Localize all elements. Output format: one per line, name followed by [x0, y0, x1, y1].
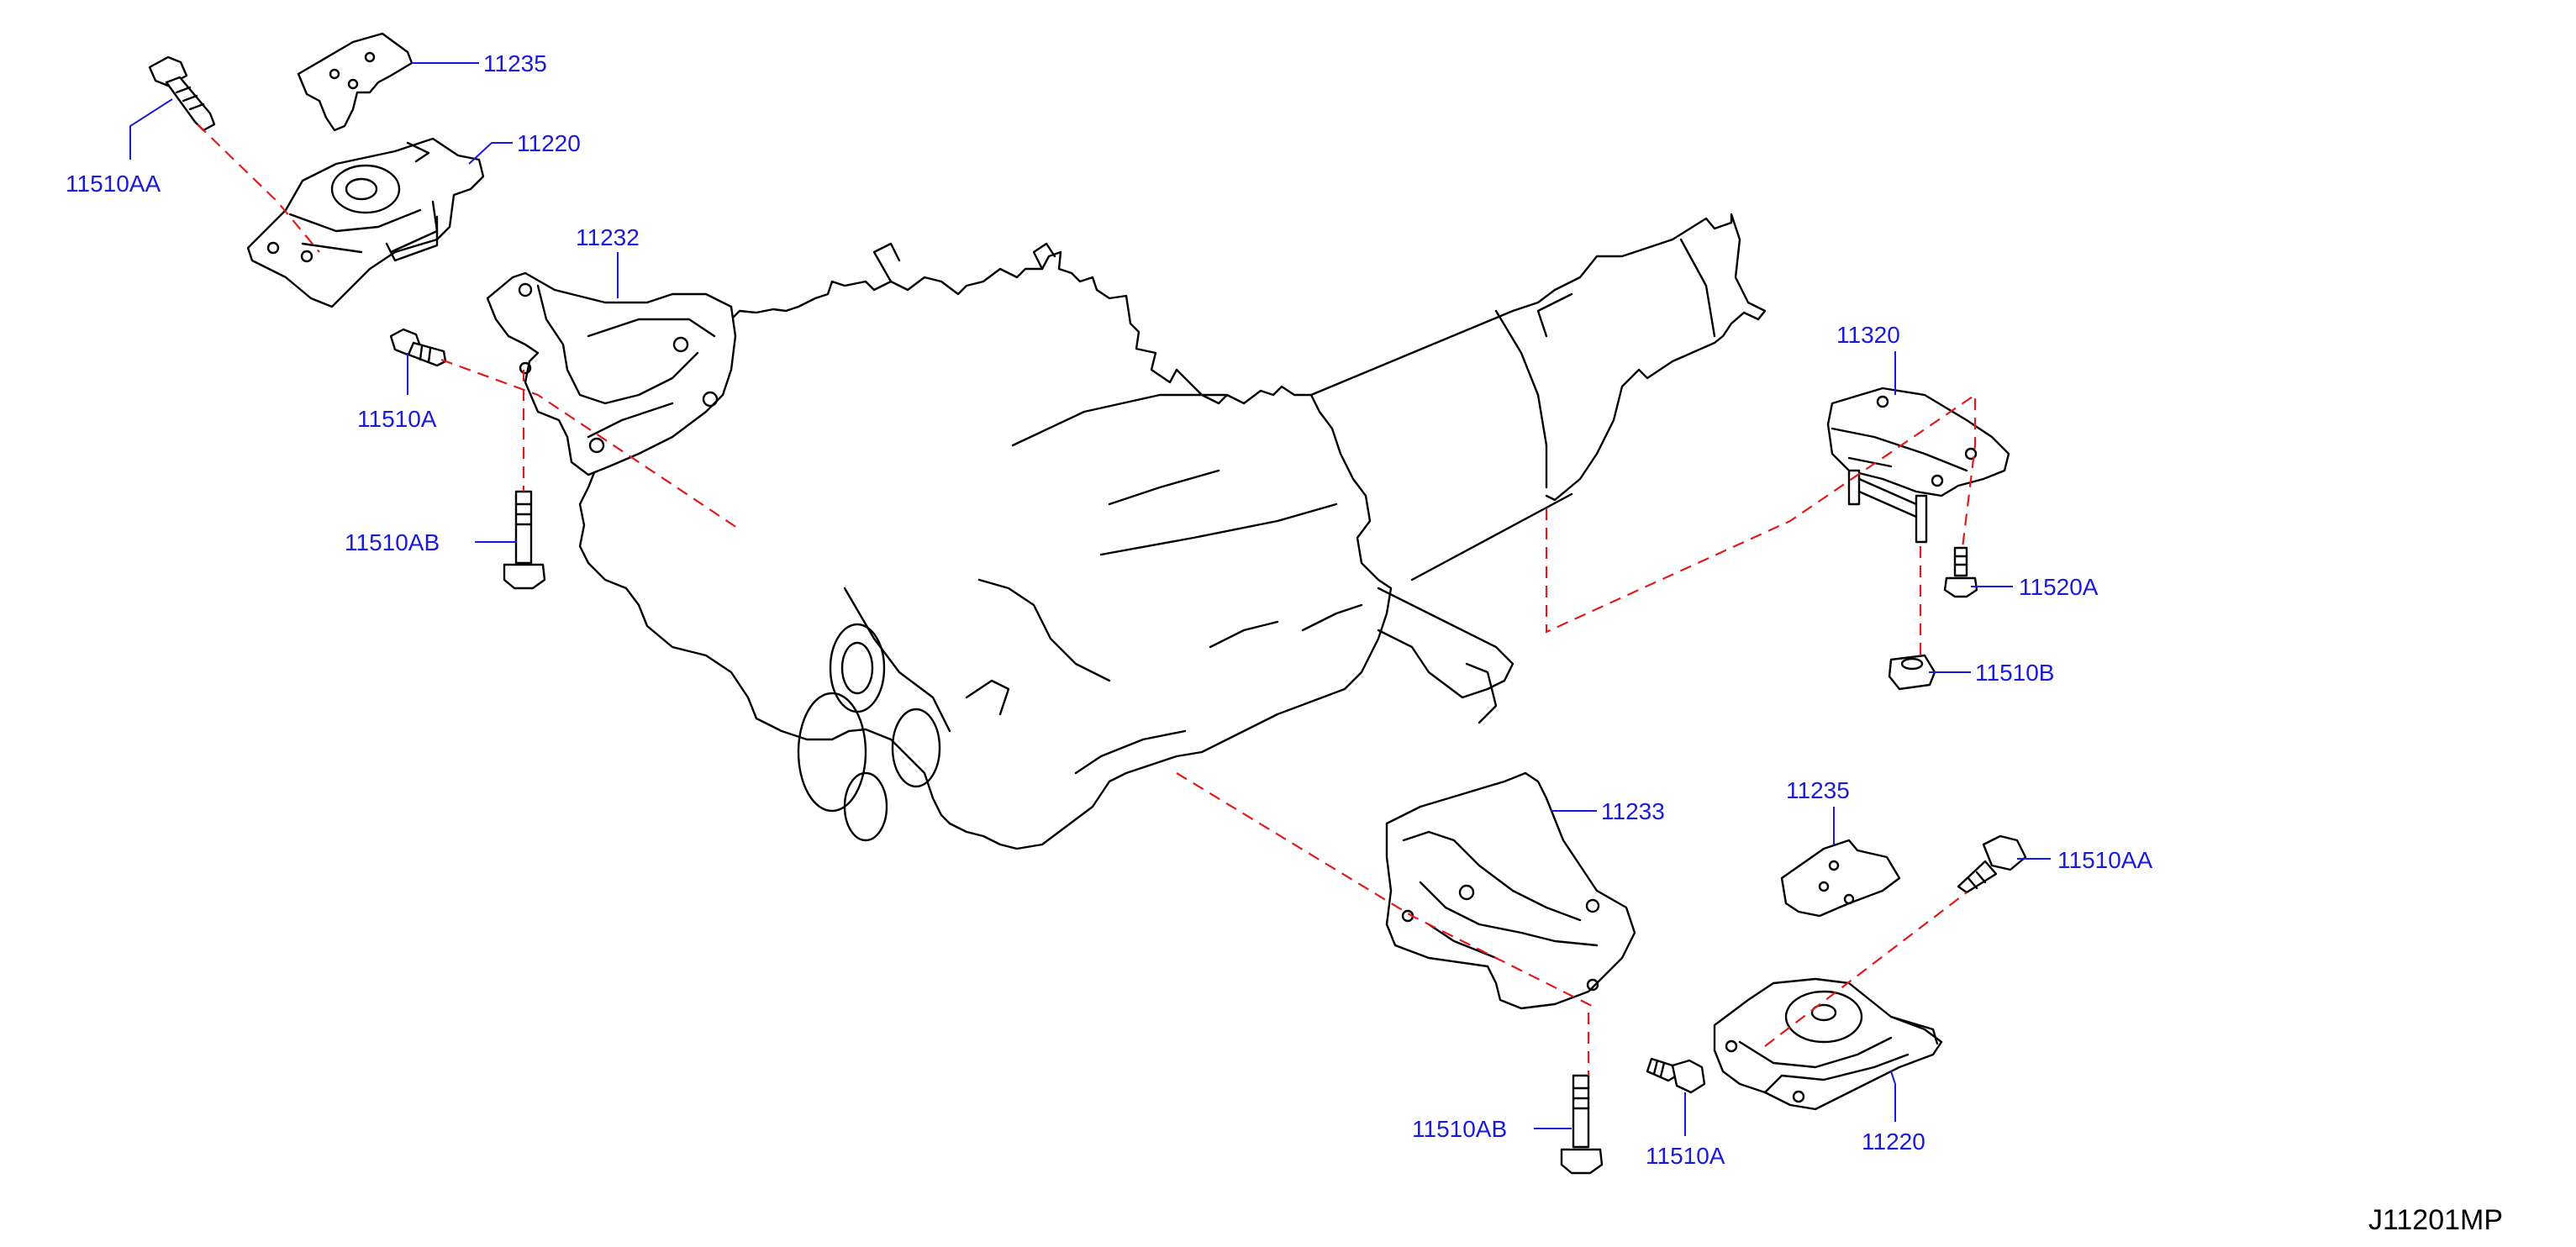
callout-label: 11233 [1601, 798, 1665, 824]
callout-label: 11510AA [66, 171, 161, 197]
plate-11235-upper [297, 32, 414, 132]
bracket-11233 [1385, 771, 1636, 1010]
bracket-11232 [486, 271, 737, 476]
bolt-11510A-lower [1646, 1057, 1706, 1094]
callout-label: 11510A [357, 406, 437, 432]
nut-11510B [1888, 654, 1936, 691]
plate-11235-lower [1780, 839, 1901, 918]
callout-label: 11220 [517, 130, 581, 156]
assembly-lines [197, 124, 1977, 1076]
callout-label: 11220 [1862, 1129, 1925, 1155]
callout-labels: 11235 11510AA 11220 11232 11510A 11510AB… [66, 50, 2152, 1169]
callout-label: 11510AB [345, 529, 440, 555]
bolt-11510AB-upper [503, 490, 546, 590]
callout-label: 11235 [1786, 777, 1850, 803]
callout-label: 11510B [1975, 660, 2054, 686]
mount-11220-upper [246, 137, 485, 308]
callout-label: 11520A [2019, 574, 2099, 600]
callout-label: 11510AA [2057, 847, 2152, 873]
bolt-11510AA-lower [1957, 834, 2027, 894]
bolt-11510AA-upper [148, 55, 216, 132]
mount-11320 [1826, 387, 2010, 544]
callout-label: 11510AB [1412, 1116, 1507, 1142]
engine-transmission-outline [578, 213, 1767, 850]
callout-leaders [129, 62, 2051, 1136]
mount-11220-lower [1713, 977, 1943, 1111]
callout-label: 11320 [1836, 322, 1900, 348]
callout-label: 11232 [576, 224, 640, 250]
callout-label: 11510A [1646, 1143, 1725, 1169]
diagram-id-code: J11201MP [2368, 1204, 2503, 1236]
bolt-11520A [1943, 546, 1978, 598]
bolt-11510AB-lower [1560, 1074, 1604, 1175]
bolt-11510A-upper [389, 328, 447, 367]
callout-label: 11235 [483, 50, 547, 76]
